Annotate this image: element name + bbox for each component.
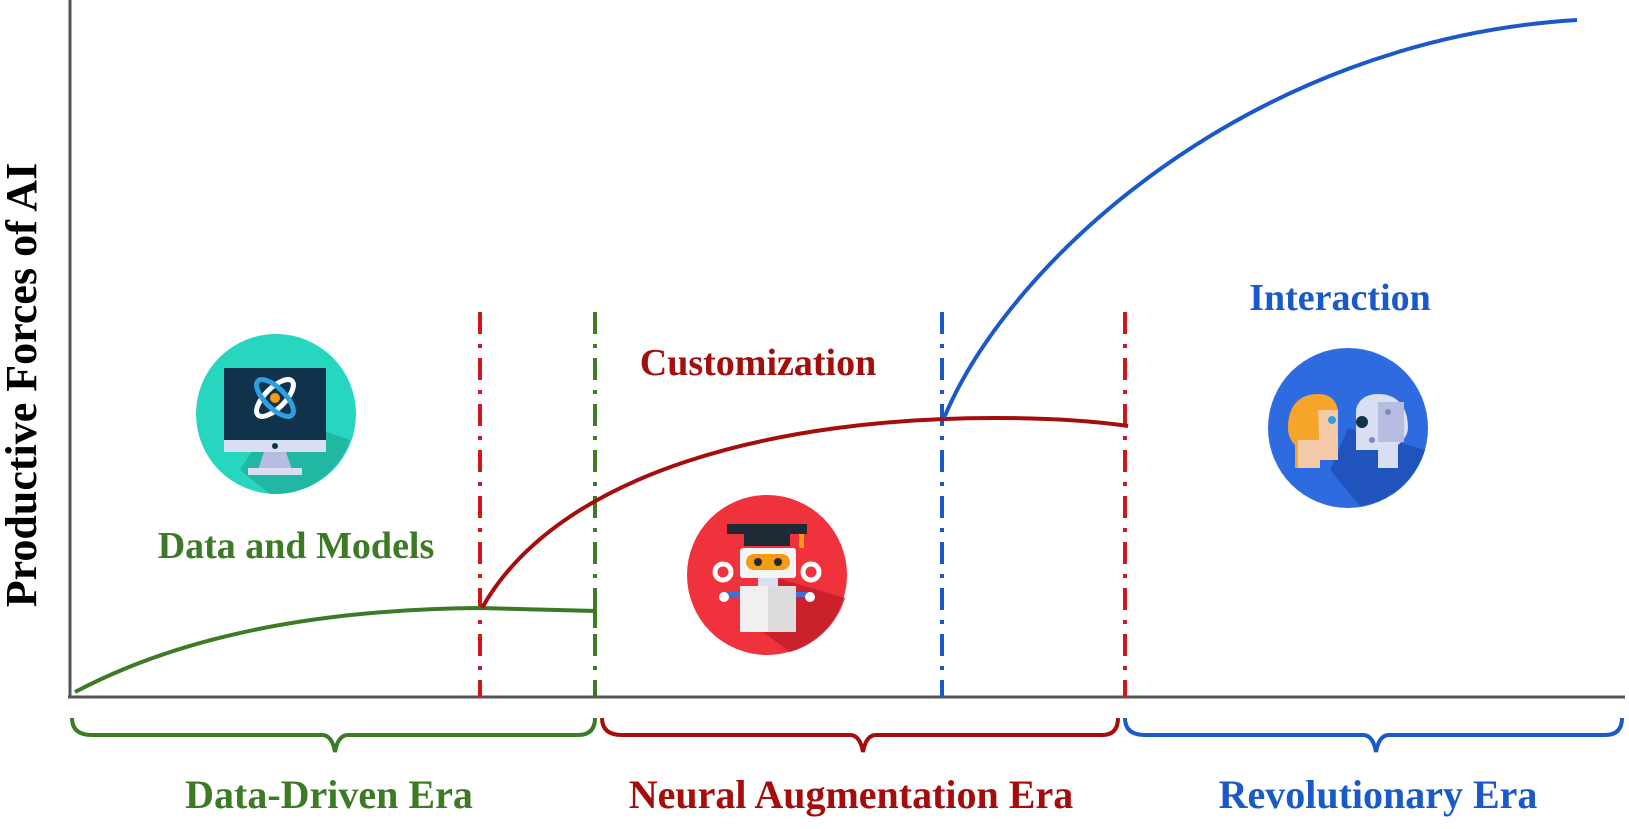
brace-revolutionary xyxy=(1123,717,1624,753)
era-label-neural-augmentation: Neural Augmentation Era xyxy=(629,772,1073,817)
era-label-data-driven: Data-Driven Era xyxy=(185,772,473,817)
era-label-revolutionary: Revolutionary Era xyxy=(1219,772,1538,817)
brace-data-driven xyxy=(70,717,597,753)
y-axis-label: Productive Forces of AI xyxy=(0,163,46,607)
label-data-models: Data and Models xyxy=(158,525,435,567)
human-robot-interaction-icon xyxy=(1268,348,1428,508)
label-customization: Customization xyxy=(640,342,876,384)
computer-atom-icon xyxy=(196,334,356,495)
curve-neural-augmentation xyxy=(480,415,1129,609)
curve-data-driven xyxy=(74,605,597,694)
label-interaction: Interaction xyxy=(1249,277,1431,319)
brace-neural-augmentation xyxy=(600,717,1120,753)
graduate-robot-icon xyxy=(687,495,847,655)
curve-revolutionary xyxy=(942,18,1578,419)
